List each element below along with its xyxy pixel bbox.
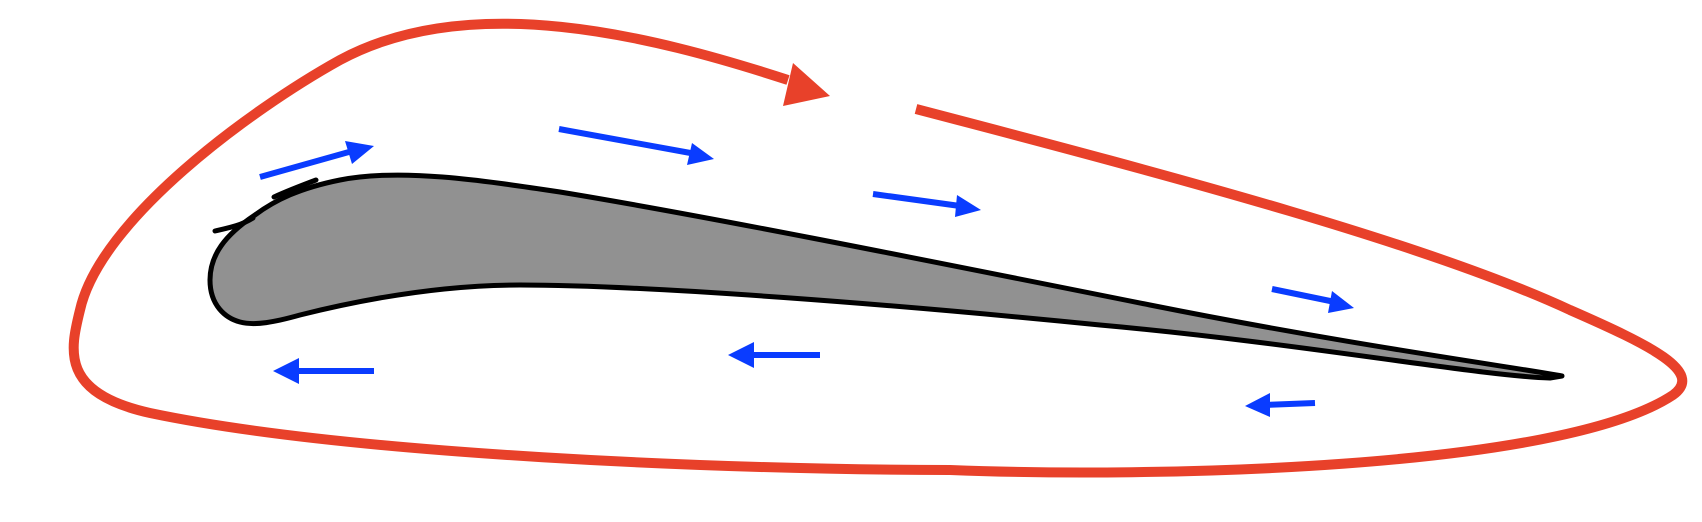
circulation-loop-path	[68, 18, 1688, 478]
flow-arrow-lower-2	[728, 342, 820, 368]
flow-arrows	[259, 126, 1354, 417]
flow-arrow-upper-2	[558, 126, 714, 165]
circulation-loop	[68, 18, 1688, 478]
flow-arrow-lower-1	[273, 358, 374, 384]
flow-arrow-upper-1	[259, 141, 374, 180]
flow-arrow-upper-4	[1271, 286, 1354, 313]
flow-arrow-upper-3	[872, 191, 981, 217]
circulation-loop-arrowhead	[783, 63, 830, 106]
airfoil-leading-edge-tip	[212, 177, 319, 234]
airfoil	[207, 172, 1565, 381]
airfoil-shape	[207, 172, 1565, 381]
flow-arrow-lower-3	[1245, 393, 1316, 417]
